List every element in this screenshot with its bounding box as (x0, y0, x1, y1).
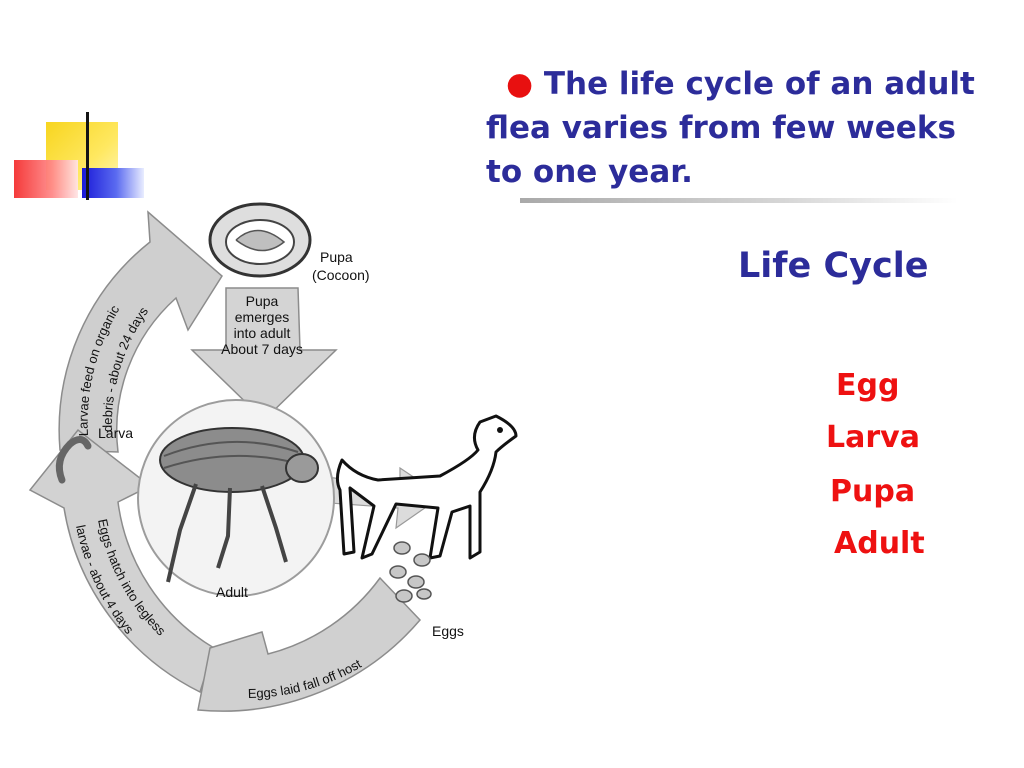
decor-blue-square (82, 168, 144, 198)
decor-vertical-line (86, 112, 89, 200)
cocoon-illustration (208, 202, 312, 278)
emerge-line-4: About 7 days (221, 341, 303, 357)
emerge-line-2: emerges (235, 309, 289, 325)
eggs-label: Eggs (432, 623, 464, 639)
larva-label: Larva (98, 425, 133, 441)
stage-adult: Adult (834, 526, 925, 561)
life-cycle-diagram: Pupa (Cocoon) Pupa emerges into adult Ab… (0, 190, 530, 750)
stage-larva: Larva (826, 420, 920, 455)
life-cycle-svg: Pupa (Cocoon) Pupa emerges into adult Ab… (28, 202, 518, 712)
dog-illustration (335, 414, 518, 560)
arrow-pupa-down (190, 287, 338, 422)
arrow-band-laid (197, 576, 422, 712)
decor-red-square (14, 160, 78, 198)
stage-pupa: Pupa (830, 474, 916, 509)
bullet-sentence: The life cycle of an adult flea varies f… (486, 66, 975, 190)
emerge-line-3: into adult (234, 325, 291, 341)
eggs-illustration (389, 541, 432, 603)
stage-egg: Egg (836, 368, 900, 403)
title-rule (520, 198, 958, 203)
flea-illustration (159, 427, 319, 583)
emerge-line-1: Pupa (246, 293, 279, 309)
pupa-label: Pupa (320, 249, 353, 265)
adult-label: Adult (216, 584, 248, 600)
slide-title: Life Cycle (738, 246, 929, 286)
larva-illustration (55, 436, 92, 484)
bullet-dot: ● (506, 66, 534, 102)
cocoon-label: (Cocoon) (312, 267, 370, 283)
bullet-text: ● The life cycle of an adult flea varies… (486, 62, 986, 194)
arrow-band-feed (58, 210, 223, 453)
